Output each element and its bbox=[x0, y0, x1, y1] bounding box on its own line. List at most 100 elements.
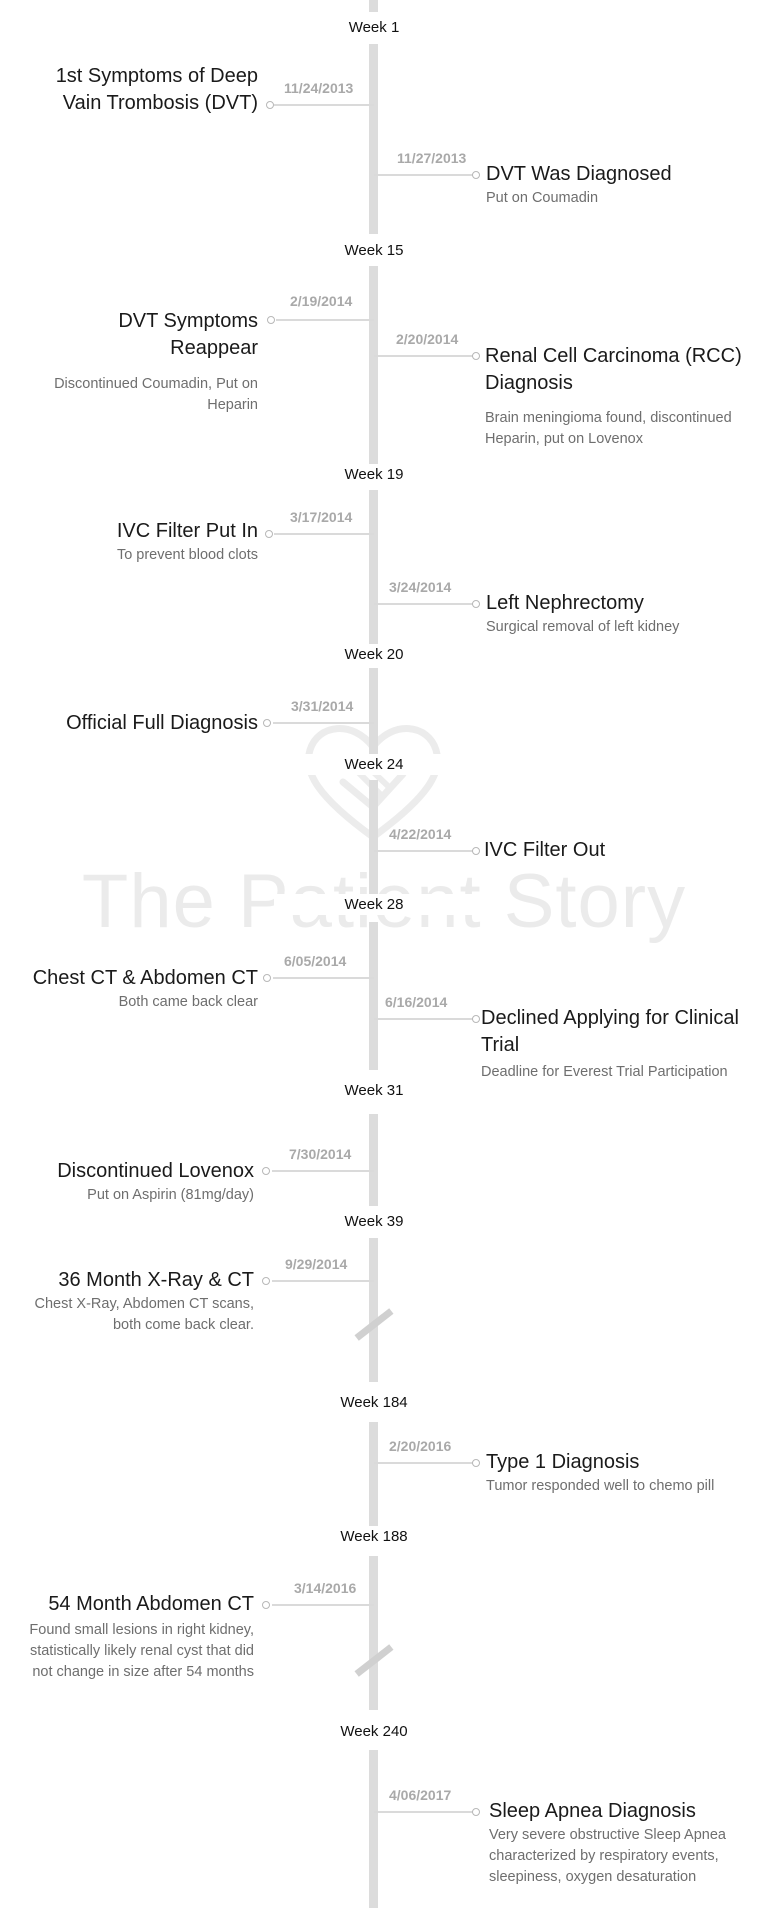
event-date: 6/16/2014 bbox=[385, 994, 448, 1010]
event-title: DVT Was Diagnosed bbox=[486, 163, 672, 185]
week-label: Week 15 bbox=[274, 240, 474, 261]
event-date: 3/14/2016 bbox=[294, 1580, 357, 1596]
event-title: 36 Month X-Ray & CT bbox=[58, 1269, 254, 1291]
event-marker bbox=[472, 847, 480, 855]
event-card: IVC Filter Put In To prevent blood clots bbox=[30, 518, 258, 566]
event-card: Official Full Diagnosis bbox=[20, 710, 258, 737]
event-card: 1st Symptoms of Deep Vain Trombosis (DVT… bbox=[20, 63, 258, 117]
event-description: Put on Coumadin bbox=[486, 190, 599, 206]
connector-line bbox=[374, 1811, 474, 1813]
event-marker bbox=[266, 101, 274, 109]
event-card: Declined Applying for Clinical Trial Dea… bbox=[481, 1005, 743, 1083]
event-date: 4/06/2017 bbox=[389, 1787, 452, 1803]
event-marker bbox=[472, 171, 480, 179]
event-marker bbox=[263, 719, 271, 727]
event-title: DVT Symptoms Reappear bbox=[118, 310, 258, 359]
week-label: Week 24 bbox=[274, 754, 474, 775]
event-card: Type 1 Diagnosis Tumor responded well to… bbox=[486, 1449, 764, 1497]
week-label: Week 188 bbox=[274, 1526, 474, 1547]
event-marker bbox=[472, 352, 480, 360]
connector-line bbox=[272, 1604, 374, 1606]
event-date: 4/22/2014 bbox=[389, 826, 452, 842]
event-description: To prevent blood clots bbox=[116, 547, 258, 563]
event-card: Renal Cell Carcinoma (RCC) Diagnosis Bra… bbox=[485, 343, 763, 450]
event-card: DVT Symptoms Reappear Discontinued Couma… bbox=[30, 308, 258, 416]
event-date: 2/20/2014 bbox=[396, 331, 459, 347]
connector-line bbox=[374, 603, 474, 605]
event-marker bbox=[472, 1459, 480, 1467]
connector-line bbox=[374, 850, 474, 852]
event-date: 2/20/2016 bbox=[389, 1438, 452, 1454]
event-card: IVC Filter Out bbox=[484, 837, 754, 864]
event-date: 11/27/2013 bbox=[397, 150, 467, 166]
event-date: 6/05/2014 bbox=[284, 953, 347, 969]
connector-line bbox=[272, 1170, 374, 1172]
week-label: Week 19 bbox=[274, 464, 474, 485]
timeline-spine bbox=[369, 922, 378, 1070]
event-description: Surgical removal of left kidney bbox=[486, 619, 680, 635]
connector-line bbox=[374, 355, 474, 357]
connector-line bbox=[274, 104, 374, 106]
event-marker bbox=[262, 1601, 270, 1609]
event-card: Sleep Apnea Diagnosis Very severe obstru… bbox=[489, 1798, 764, 1888]
timeline-spine bbox=[369, 1422, 378, 1530]
event-date: 3/17/2014 bbox=[290, 509, 353, 525]
event-date: 2/19/2014 bbox=[290, 293, 353, 309]
timeline-spine bbox=[369, 1750, 378, 1908]
event-title: 1st Symptoms of Deep Vain Trombosis (DVT… bbox=[55, 65, 258, 114]
event-marker bbox=[262, 1167, 270, 1175]
event-card: Chest CT & Abdomen CT Both came back cle… bbox=[5, 965, 258, 1013]
week-label: Week 39 bbox=[274, 1211, 474, 1232]
connector-line bbox=[272, 1280, 374, 1282]
week-label: Week 184 bbox=[274, 1392, 474, 1413]
event-date: 9/29/2014 bbox=[285, 1256, 348, 1272]
event-date: 3/31/2014 bbox=[291, 698, 354, 714]
event-title: Chest CT & Abdomen CT bbox=[32, 967, 258, 989]
event-title: Official Full Diagnosis bbox=[66, 712, 258, 734]
event-title: Renal Cell Carcinoma (RCC) Diagnosis bbox=[485, 345, 742, 394]
event-description: Put on Aspirin (81mg/day) bbox=[87, 1187, 254, 1203]
event-marker bbox=[263, 974, 271, 982]
event-marker bbox=[472, 600, 480, 608]
timeline-spine bbox=[369, 266, 378, 466]
connector-line bbox=[374, 174, 474, 176]
timeline-spine bbox=[369, 780, 378, 905]
event-description: Both came back clear bbox=[118, 994, 258, 1010]
timeline-spine bbox=[369, 668, 378, 760]
week-label: Week 20 bbox=[274, 644, 474, 665]
connector-line bbox=[374, 1462, 474, 1464]
connector-line bbox=[273, 977, 374, 979]
event-date: 11/24/2013 bbox=[284, 80, 354, 96]
event-card: DVT Was Diagnosed Put on Coumadin bbox=[486, 161, 756, 209]
timeline-spine bbox=[369, 1238, 378, 1382]
week-label: Week 240 bbox=[274, 1721, 474, 1742]
event-description: Very severe obstructive Sleep Apnea char… bbox=[489, 1827, 726, 1885]
event-marker bbox=[267, 316, 275, 324]
event-title: Sleep Apnea Diagnosis bbox=[489, 1800, 696, 1822]
event-description: Chest X-Ray, Abdomen CT scans, both come… bbox=[34, 1296, 254, 1333]
event-description: Tumor responded well to chemo pill bbox=[486, 1478, 715, 1494]
timeline-spine bbox=[369, 1114, 378, 1206]
event-marker bbox=[262, 1277, 270, 1285]
timeline-spine bbox=[369, 0, 378, 12]
event-card: Discontinued Lovenox Put on Aspirin (81m… bbox=[20, 1158, 254, 1206]
week-label: Week 28 bbox=[274, 894, 474, 915]
event-title: IVC Filter Put In bbox=[116, 520, 258, 542]
event-title: 54 Month Abdomen CT bbox=[48, 1593, 254, 1615]
event-description: Discontinued Coumadin, Put on Heparin bbox=[54, 376, 258, 413]
timeline-spine bbox=[369, 1556, 378, 1710]
event-marker bbox=[265, 530, 273, 538]
event-card: 36 Month X-Ray & CT Chest X-Ray, Abdomen… bbox=[20, 1267, 254, 1336]
event-marker bbox=[472, 1808, 480, 1816]
connector-line bbox=[273, 722, 374, 724]
event-date: 7/30/2014 bbox=[289, 1146, 352, 1162]
week-label: Week 31 bbox=[274, 1080, 474, 1101]
event-card: Left Nephrectomy Surgical removal of lef… bbox=[486, 590, 756, 638]
connector-line bbox=[274, 533, 374, 535]
timeline-spine bbox=[369, 490, 378, 645]
event-description: Brain meningioma found, discontinued Hep… bbox=[485, 410, 732, 447]
connector-line bbox=[276, 319, 374, 321]
timeline-spine bbox=[369, 44, 378, 234]
week-label: Week 1 bbox=[274, 17, 474, 38]
connector-line bbox=[374, 1018, 474, 1020]
